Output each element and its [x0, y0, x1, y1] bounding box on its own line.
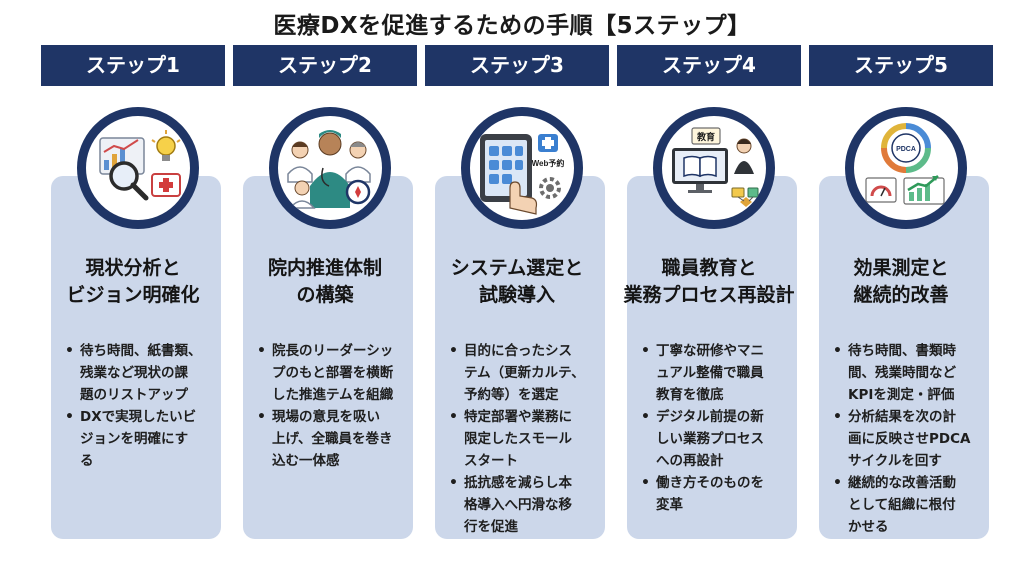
step-3-title: システム選定と試験導入: [450, 257, 584, 306]
svg-text:教育: 教育: [696, 131, 715, 143]
page-title: 医療DXを促進するための手順【5ステップ】: [273, 13, 751, 39]
tablet-system-icon: Web予約: [461, 107, 583, 229]
svg-text:PDCA: PDCA: [896, 146, 916, 153]
pdca-cycle-icon: PDCA: [845, 107, 967, 229]
step-4-title: 職員教育と業務プロセス再設計: [623, 257, 795, 306]
step-2-title: 院内推進体制の構築: [267, 257, 382, 306]
step-5-title: 効果測定と継続的改善: [853, 257, 949, 306]
step-1-header: ステップ1: [41, 45, 225, 86]
step-2-header: ステップ2: [233, 45, 417, 86]
svg-text:Web予約: Web予約: [532, 158, 565, 168]
step-4-header: ステップ4: [617, 45, 801, 86]
training-icon: 教育: [653, 107, 775, 229]
step-5-header: ステップ5: [809, 45, 993, 86]
analysis-icon: [77, 107, 199, 229]
step-1-title: 現状分析とビジョン明確化: [66, 257, 200, 306]
team-icon: [269, 107, 391, 229]
step-3-header: ステップ3: [425, 45, 609, 86]
